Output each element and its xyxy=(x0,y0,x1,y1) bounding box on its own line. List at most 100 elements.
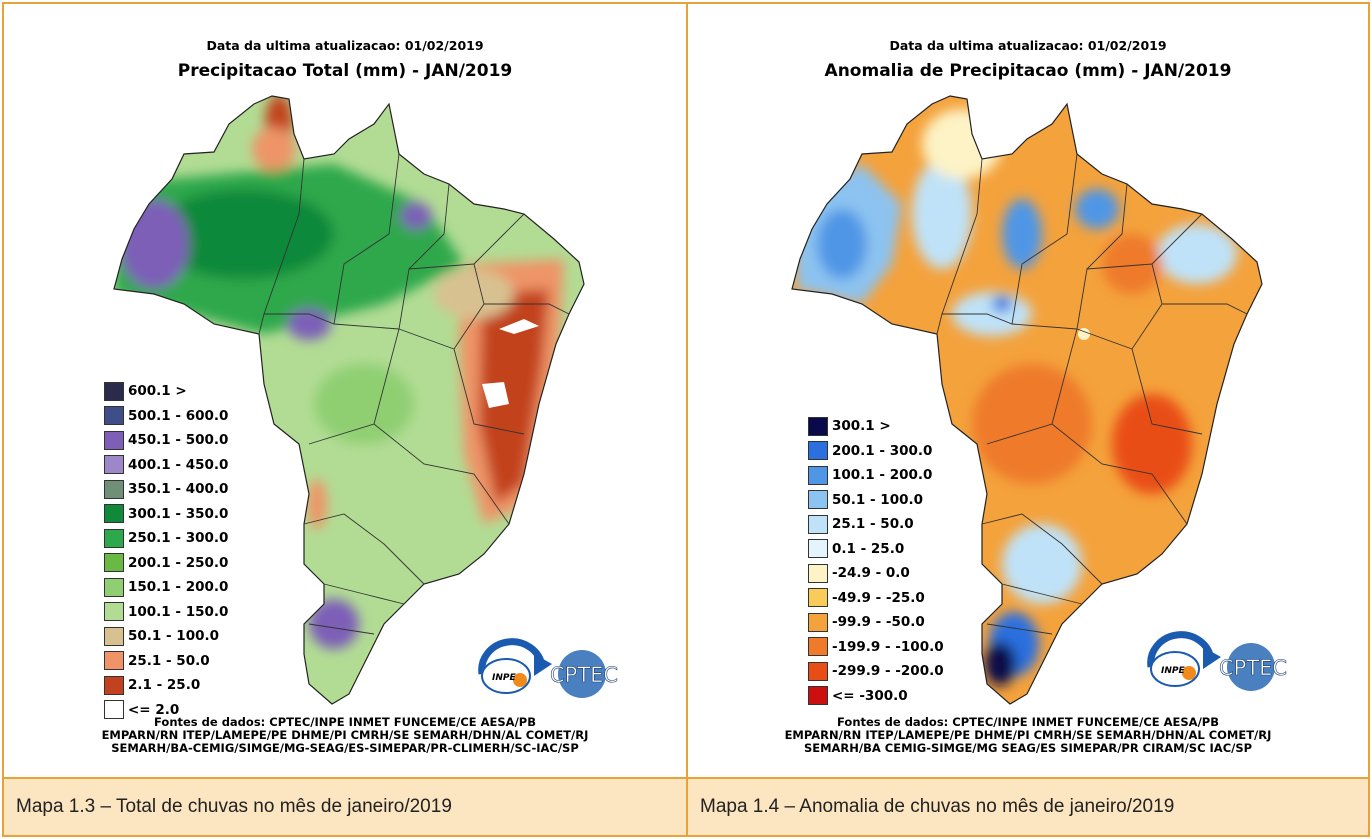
field-amapa-wet xyxy=(1075,189,1119,229)
inpe-cptec-logo: INPE CPTEC xyxy=(1147,631,1287,691)
legend-row: 500.1 - 600.0 xyxy=(104,404,228,429)
field-ms-low xyxy=(307,479,327,529)
legend-label: 300.1 - 350.0 xyxy=(128,505,229,522)
legend-swatch xyxy=(808,686,828,706)
legend-label: 100.1 - 200.0 xyxy=(832,467,933,484)
brazil-outline xyxy=(791,95,1263,705)
legend-swatch xyxy=(808,441,828,461)
legend-row: 200.1 - 250.0 xyxy=(104,551,228,576)
legend-row: 25.1 - 50.0 xyxy=(104,649,228,674)
legend-label: -299.9 - -200.0 xyxy=(832,663,944,680)
panel-precipitation-anomaly: Data da ultima atualizacao: 01/02/2019 A… xyxy=(688,4,1368,777)
logo-orange-dot xyxy=(1182,666,1196,680)
legend-swatch xyxy=(104,675,124,695)
field-east-dry xyxy=(1112,394,1192,494)
legend-label: -199.9 - -100.0 xyxy=(832,638,944,655)
legend-label: -24.9 - 0.0 xyxy=(832,565,910,582)
field-rs-max xyxy=(984,642,1016,686)
field-white-patch-2 xyxy=(482,382,509,408)
legend-row: <= 2.0 xyxy=(104,698,228,723)
legend-swatch xyxy=(104,406,124,426)
legend-swatch xyxy=(104,504,124,524)
field-amazon-light xyxy=(912,159,972,269)
legend-label: 200.1 - 300.0 xyxy=(832,442,933,459)
brazil-map-total xyxy=(113,95,585,705)
legend-swatch xyxy=(808,661,828,681)
field-amazon-core xyxy=(154,189,334,279)
logo-inpe-text: INPE xyxy=(492,673,516,683)
legend-label: 450.1 - 500.0 xyxy=(128,432,229,449)
brazil-map-anomaly xyxy=(791,95,1263,705)
legend-row: -49.9 - -25.0 xyxy=(808,586,944,611)
legend-swatch xyxy=(104,455,124,475)
legend-swatch xyxy=(104,479,124,499)
data-sources: Fontes de dados: CPTEC/INPE INMET FUNCEM… xyxy=(4,716,686,755)
caption-map-1-3: Mapa 1.3 – Total de chuvas no mês de jan… xyxy=(4,777,688,835)
legend-row: 300.1 - 350.0 xyxy=(104,502,228,527)
logo-cptec-text: CPTEC xyxy=(550,663,618,687)
field-northeast-dry xyxy=(479,289,549,504)
legend-swatch xyxy=(808,539,828,559)
legend-label: 0.1 - 25.0 xyxy=(832,540,905,557)
legend-label: <= -300.0 xyxy=(832,687,908,704)
logo-orange-dot xyxy=(513,673,527,687)
legend-label: 400.1 - 450.0 xyxy=(128,456,229,473)
sources-line: SEMARH/BA-CEMIG/SIMGE/MG-SEAG/ES-SIMEPAR… xyxy=(111,741,579,755)
logo-arc xyxy=(478,638,546,675)
legend-row: 25.1 - 50.0 xyxy=(808,512,944,537)
logo-globe-icon xyxy=(558,650,606,698)
field-para-wet xyxy=(1002,199,1042,269)
legend-swatch xyxy=(808,465,828,485)
caption-map-1-4: Mapa 1.4 – Anomalia de chuvas no mês de … xyxy=(688,777,1368,835)
field-mt-dot xyxy=(992,296,1012,312)
field-center xyxy=(314,364,414,444)
field-neutral-dot xyxy=(1078,328,1090,340)
field-mt-light xyxy=(952,292,1032,336)
sources-line: Fontes de dados: CPTEC/INPE INMET FUNCEM… xyxy=(154,715,536,729)
legend-row: 50.1 - 100.0 xyxy=(808,488,944,513)
legend-label: 300.1 > xyxy=(832,418,891,435)
legend-row: 600.1 > xyxy=(104,379,228,404)
legend-row: 250.1 - 300.0 xyxy=(104,526,228,551)
legend-label: 25.1 - 50.0 xyxy=(832,516,914,533)
panel-total-precipitation: Data da ultima atualizacao: 01/02/2019 P… xyxy=(4,4,688,777)
legend-label: -49.9 - -25.0 xyxy=(832,589,925,606)
legend-row: 350.1 - 400.0 xyxy=(104,477,228,502)
sources-line: EMPARN/RN ITEP/LAMEPE/PE DHME/PI CMRH/SE… xyxy=(784,728,1272,742)
legend-row: 450.1 - 500.0 xyxy=(104,428,228,453)
legend-row: -99.9 - -50.0 xyxy=(808,610,944,635)
map-title: Precipitacao Total (mm) - JAN/2019 xyxy=(177,61,513,81)
legend-label: 50.1 - 100.0 xyxy=(128,628,220,645)
legend-swatch xyxy=(104,626,124,646)
legend-row: 150.1 - 200.0 xyxy=(104,575,228,600)
data-sources: Fontes de dados: CPTEC/INPE INMET FUNCEM… xyxy=(688,716,1368,755)
legend-row: 0.1 - 25.0 xyxy=(808,537,944,562)
legend-label: 350.1 - 400.0 xyxy=(128,481,229,498)
legend-label: 500.1 - 600.0 xyxy=(128,407,229,424)
legend-label: 600.1 > xyxy=(128,383,187,400)
legend-swatch xyxy=(104,700,124,720)
field-white-patch xyxy=(499,319,539,334)
legend-row: 300.1 > xyxy=(808,414,944,439)
inpe-cptec-logo: INPE CPTEC xyxy=(478,638,618,698)
legend-swatch xyxy=(808,637,828,657)
legend-row: 50.1 - 100.0 xyxy=(104,624,228,649)
legend-row: 100.1 - 200.0 xyxy=(808,463,944,488)
legend-label: 150.1 - 200.0 xyxy=(128,579,229,596)
legend-label: <= 2.0 xyxy=(128,701,180,718)
logo-globe-icon xyxy=(1227,643,1275,691)
field-roraima-low xyxy=(252,127,296,171)
field-roraima-neutral xyxy=(922,109,1002,179)
legend-swatch xyxy=(104,528,124,548)
legend-anomaly: 300.1 > 200.1 - 300.0 100.1 - 200.0 50.1… xyxy=(808,414,944,708)
field-ma-dry xyxy=(1102,234,1162,294)
logo-arrow-icon xyxy=(1203,647,1221,669)
logo-arc xyxy=(1147,631,1215,668)
brazil-outline xyxy=(113,95,585,705)
logo-cptec-text: CPTEC xyxy=(1219,656,1287,680)
legend-swatch xyxy=(104,430,124,450)
logo-inpe-text: INPE xyxy=(1161,666,1185,676)
legend-swatch xyxy=(808,563,828,583)
legend-swatch xyxy=(104,553,124,573)
legend-swatch xyxy=(104,577,124,597)
